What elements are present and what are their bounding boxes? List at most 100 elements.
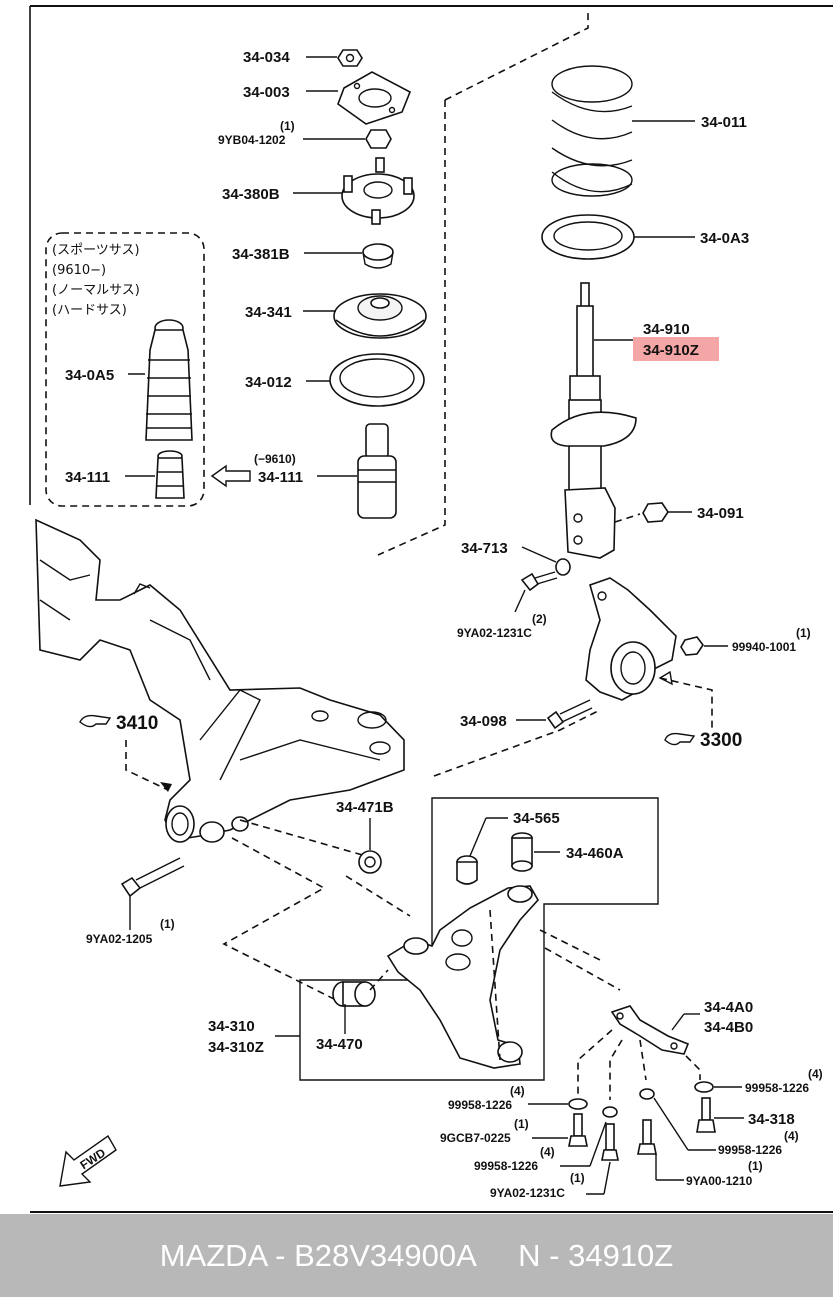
svg-text:(9610−): (9610−) <box>52 263 106 278</box>
svg-text:(ハードサス): (ハードサス) <box>52 303 127 318</box>
label-34-910z: 34-910Z <box>643 342 699 359</box>
bushing-34-565[interactable] <box>456 855 478 885</box>
label-9ya00-1210: 9YA00-1210 <box>686 1174 753 1188</box>
label-99958-1226-d: 99958-1226 <box>718 1143 782 1157</box>
label-34-310: 34-310 <box>208 1018 255 1035</box>
lower-arm-34-310[interactable] <box>386 885 539 1069</box>
label-9yb04-1202: 9YB04-1202 <box>218 133 286 147</box>
svg-text:(4): (4) <box>510 1084 525 1098</box>
svg-text:(2): (2) <box>532 612 547 626</box>
svg-text:(4): (4) <box>784 1129 799 1143</box>
label-34-0a3: 34-0A3 <box>700 230 749 247</box>
svg-text:(−9610): (−9610) <box>254 452 296 466</box>
mount-34-380b[interactable] <box>341 157 415 225</box>
svg-text:(1): (1) <box>570 1171 585 1185</box>
bolt-9ya02-1231c[interactable] <box>520 571 558 592</box>
label-34-034: 34-034 <box>243 49 290 66</box>
label-99958-1226-a: 99958-1226 <box>745 1081 809 1095</box>
highlight-34-910z <box>633 337 719 361</box>
label-34-341: 34-341 <box>245 304 292 321</box>
fwd-arrow-icon: FWD <box>59 1134 117 1187</box>
nut-34-091[interactable] <box>642 502 669 523</box>
bumpstop-34-111-left[interactable] <box>155 450 185 499</box>
label-34-111-left: 34-111 <box>65 469 110 486</box>
nut-9yb04-1202[interactable] <box>365 129 392 149</box>
plate-34-003[interactable] <box>337 71 412 125</box>
strut-34-910[interactable] <box>550 282 637 559</box>
label-34-318: 34-318 <box>748 1111 795 1128</box>
ref-3410[interactable]: 3410 <box>116 713 158 734</box>
label-34-111-right: 34-111 <box>258 469 303 486</box>
hand-icon-3410 <box>79 714 112 728</box>
washer-99958-c[interactable] <box>602 1106 618 1118</box>
bushing-34-470[interactable] <box>332 981 376 1007</box>
label-34-565: 34-565 <box>513 810 560 827</box>
label-34-003: 34-003 <box>243 84 290 101</box>
bolt-9ya02-1231c-lower[interactable] <box>601 1123 619 1161</box>
bolt-9ya00-1210[interactable] <box>637 1119 657 1155</box>
label-34-0a5: 34-0A5 <box>65 367 114 384</box>
label-34-091: 34-091 <box>697 505 744 522</box>
label-34-098: 34-098 <box>460 713 507 730</box>
label-34-4b0: 34-4B0 <box>704 1019 753 1036</box>
subframe <box>35 518 405 843</box>
dustboot-34-0a5[interactable] <box>145 319 193 441</box>
label-34-381b: 34-381B <box>232 246 290 263</box>
bolt-34-318[interactable] <box>696 1097 716 1133</box>
bolt-9ya02-1205[interactable] <box>120 857 185 898</box>
label-34-380b: 34-380B <box>222 186 280 203</box>
svg-text:(1): (1) <box>514 1117 529 1131</box>
svg-text:(4): (4) <box>808 1067 823 1081</box>
svg-text:(ノーマルサス): (ノーマルサス) <box>52 283 140 298</box>
label-99940-1001: 99940-1001 <box>732 640 796 654</box>
svg-text:(4): (4) <box>540 1145 555 1159</box>
svg-text:(1): (1) <box>748 1159 763 1173</box>
bushing-34-471b[interactable] <box>358 850 382 874</box>
bracket-34-4a0[interactable] <box>610 1005 690 1055</box>
ref-3300[interactable]: 3300 <box>700 730 742 751</box>
label-34-910: 34-910 <box>643 321 690 338</box>
label-99958-1226-c: 99958-1226 <box>474 1159 538 1173</box>
label-9ya02-1231c: 9YA02-1231C <box>457 626 532 640</box>
svg-text:(1): (1) <box>280 119 295 133</box>
seat-34-341[interactable] <box>333 293 427 339</box>
label-34-713: 34-713 <box>461 540 508 557</box>
svg-text:(1): (1) <box>796 626 811 640</box>
footer-text: MAZDA - B28V34900A N - 34910Z <box>159 1237 674 1273</box>
washer-34-713[interactable] <box>555 558 571 576</box>
label-34-460a: 34-460A <box>566 845 624 862</box>
label-9gcb7-0225: 9GCB7-0225 <box>440 1131 511 1145</box>
hand-icon-3300 <box>664 732 696 746</box>
nut-99940-1001[interactable] <box>680 636 704 656</box>
lower-arm-box <box>299 797 659 1081</box>
label-9ya02-1231c-b: 9YA02-1231C <box>490 1186 565 1200</box>
bumpstop-34-111[interactable] <box>357 423 397 519</box>
label-34-011: 34-011 <box>701 114 747 131</box>
washer-99958-d[interactable] <box>639 1088 655 1100</box>
bolt-34-098[interactable] <box>546 699 593 730</box>
bolt-9gcb7-0225[interactable] <box>568 1113 588 1147</box>
svg-text:(1): (1) <box>160 917 175 931</box>
footer-bar: MAZDA - B28V34900A N - 34910Z <box>0 1214 833 1297</box>
label-34-4a0: 34-4A0 <box>704 999 753 1016</box>
arrow-icon <box>210 464 251 488</box>
label-34-310z: 34-310Z <box>208 1039 264 1056</box>
label-34-012: 34-012 <box>245 374 292 391</box>
knuckle[interactable] <box>585 577 677 701</box>
washer-99958-a[interactable] <box>694 1081 714 1093</box>
svg-text:FWD: FWD <box>77 1145 108 1172</box>
label-34-471b: 34-471B <box>336 799 394 816</box>
label-34-470: 34-470 <box>316 1036 363 1053</box>
svg-text:(スポーツサス): (スポーツサス) <box>52 243 140 258</box>
bushing-34-460a[interactable] <box>511 832 533 872</box>
spring-seat-34-0a3[interactable] <box>541 214 635 260</box>
label-99958-1226-b: 99958-1226 <box>448 1098 512 1112</box>
nut-34-034[interactable] <box>337 49 363 67</box>
spring-34-011[interactable] <box>551 65 633 197</box>
bushing-34-381b[interactable] <box>362 243 394 269</box>
ring-34-012[interactable] <box>329 353 425 407</box>
label-9ya02-1205: 9YA02-1205 <box>86 932 153 946</box>
option-box <box>45 232 205 507</box>
washer-99958-b[interactable] <box>568 1098 588 1110</box>
